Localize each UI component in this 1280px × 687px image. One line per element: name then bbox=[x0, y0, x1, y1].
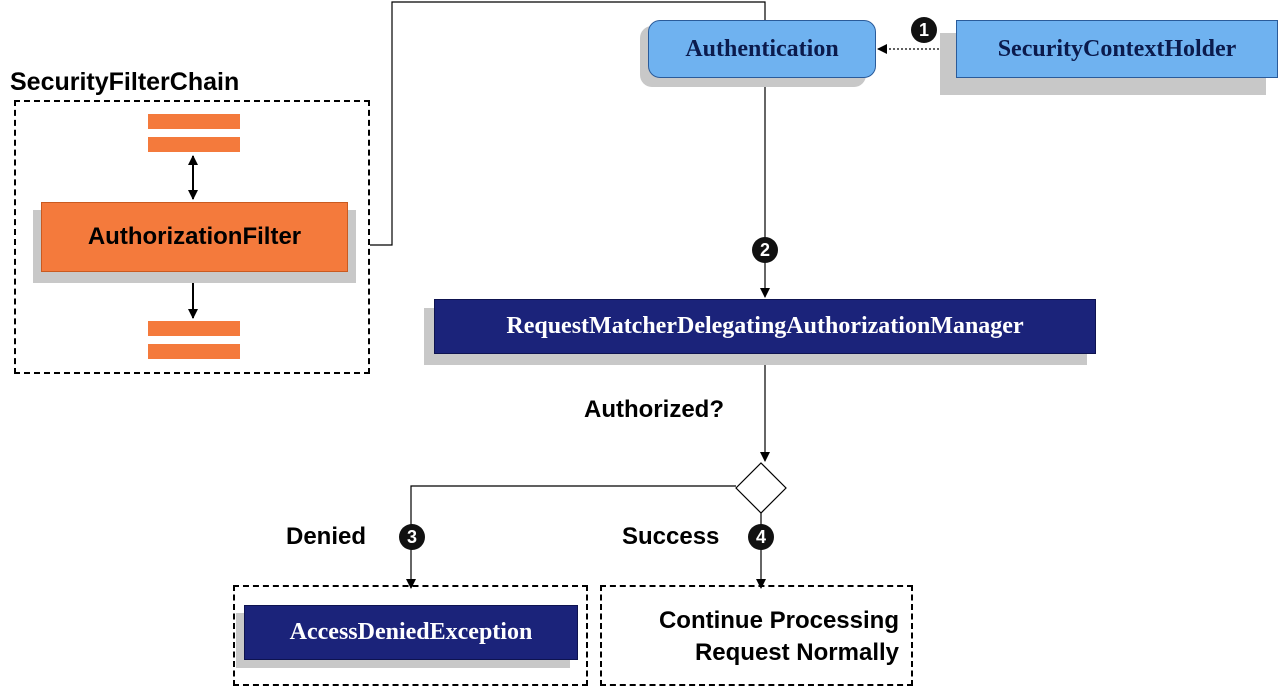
step-4-badge: 4 bbox=[748, 524, 774, 550]
chain-filter-bar-bottom-2 bbox=[148, 344, 240, 359]
continue-processing-line-1: Continue Processing bbox=[658, 607, 899, 634]
security-context-holder-box[interactable]: SecurityContextHolder bbox=[956, 20, 1278, 78]
decision-diamond bbox=[735, 462, 787, 514]
authorized-question-label: Authorized? bbox=[584, 396, 724, 423]
authorization-manager-box[interactable]: RequestMatcherDelegatingAuthorizationMan… bbox=[434, 299, 1096, 354]
authentication-box[interactable]: Authentication bbox=[648, 20, 876, 78]
chain-filter-bar-top-1 bbox=[148, 114, 240, 129]
access-denied-exception-box[interactable]: AccessDeniedException bbox=[244, 605, 578, 660]
security-filter-chain-box bbox=[14, 100, 370, 374]
step-2-badge: 2 bbox=[752, 237, 778, 263]
continue-processing-line-2: Request Normally bbox=[694, 639, 899, 666]
success-label: Success bbox=[622, 523, 720, 550]
authorization-filter-box[interactable]: AuthorizationFilter bbox=[41, 202, 348, 272]
success-outcome-box bbox=[600, 585, 913, 686]
step-3-badge: 3 bbox=[399, 524, 425, 550]
chain-filter-bar-bottom-1 bbox=[148, 321, 240, 336]
denied-outcome-box bbox=[233, 585, 588, 686]
denied-label: Denied bbox=[286, 523, 367, 550]
security-filter-chain-title: SecurityFilterChain bbox=[10, 68, 240, 96]
step-1-badge: 1 bbox=[911, 17, 937, 43]
chain-filter-bar-top-2 bbox=[148, 137, 240, 152]
